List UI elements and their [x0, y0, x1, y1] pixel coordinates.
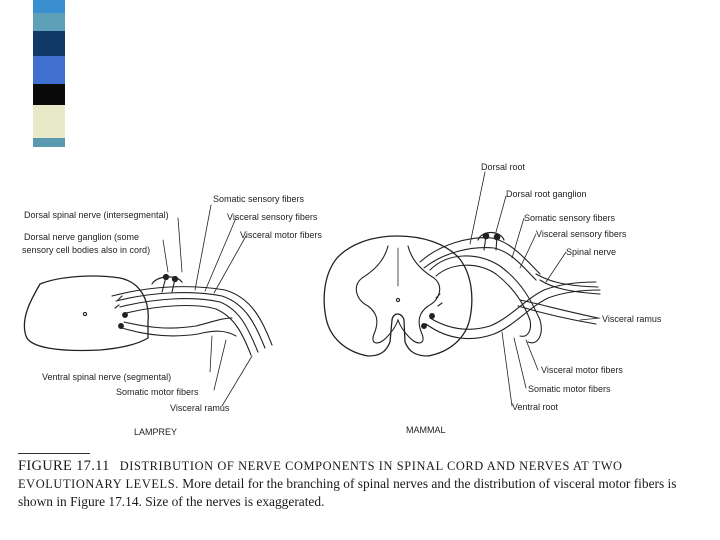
label-mammal-somatic-sensory: Somatic sensory fibers — [524, 213, 616, 223]
label-dorsal-nerve-ganglion-1: Dorsal nerve ganglion (some — [24, 232, 139, 242]
mammal-motor-cell — [430, 314, 435, 319]
label-dorsal-root-ganglion: Dorsal root ganglion — [506, 189, 587, 199]
mammal-ventral-root-2 — [426, 290, 600, 339]
mammal-spinal-nerve-1 — [536, 274, 598, 287]
mammal-central-canal — [396, 298, 399, 301]
label-mammal-visceral-sensory: Visceral sensory fibers — [536, 229, 627, 239]
figure-number: FIGURE 17.11 — [18, 458, 110, 474]
label-dorsal-spinal-nerve: Dorsal spinal nerve (intersegmental) — [24, 210, 169, 220]
mammal-loop-inner — [436, 265, 531, 336]
lamprey-fiber-4 — [126, 306, 251, 355]
mammal-terminal-marks — [436, 294, 442, 306]
label-lamprey-somatic-sensory: Somatic sensory fibers — [213, 194, 305, 204]
label-spinal-nerve: Spinal nerve — [566, 247, 616, 257]
label-mammal-somatic-motor: Somatic motor fibers — [528, 384, 611, 394]
lamprey-ganglion — [152, 274, 182, 292]
figure-caption: FIGURE 17.11 DISTRIBUTION OF NERVE COMPO… — [18, 457, 683, 510]
mammal-motor-cell — [422, 324, 427, 329]
lamprey-fiber-5 — [124, 318, 232, 328]
label-dorsal-nerve-ganglion-2: sensory cell bodies also in cord) — [22, 245, 150, 255]
lamprey-fiber-6 — [122, 328, 236, 336]
lamprey-motor-cell — [119, 324, 124, 329]
label-lamprey-visceral-ramus: Visceral ramus — [170, 403, 230, 413]
label-ventral-spinal-nerve: Ventral spinal nerve (segmental) — [42, 372, 171, 382]
lamprey-motor-cell — [123, 313, 128, 318]
label-lamprey-visceral-motor: Visceral motor fibers — [240, 230, 322, 240]
label-mammal-visceral-ramus: Visceral ramus — [602, 314, 662, 324]
label-lamprey-somatic-motor: Somatic motor fibers — [116, 387, 199, 397]
caption-rule — [18, 453, 90, 454]
lamprey-title: LAMPREY — [134, 427, 177, 437]
label-lamprey-visceral-sensory: Visceral sensory fibers — [227, 212, 318, 222]
label-dorsal-root: Dorsal root — [481, 162, 526, 172]
label-mammal-visceral-motor: Visceral motor fibers — [541, 365, 623, 375]
lamprey-central-canal — [83, 312, 86, 315]
mammal-title: MAMMAL — [406, 425, 446, 435]
label-ventral-root: Ventral root — [512, 402, 559, 412]
